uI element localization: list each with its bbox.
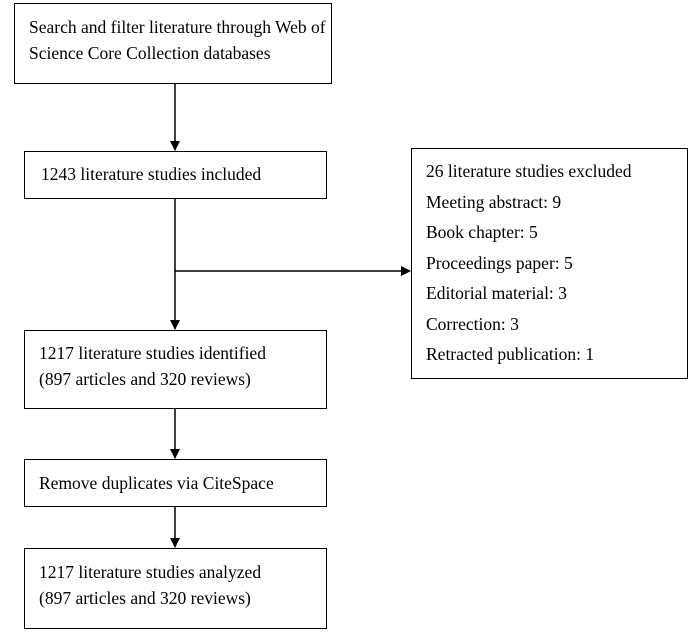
identified-studies-box: 1217 literature studies identified (897 … <box>24 330 327 409</box>
excluded-item-proceedings-paper: Proceedings paper: 5 <box>426 252 573 273</box>
search-filter-line-1: Search and filter literature through Web… <box>29 17 326 37</box>
analyzed-studies-line-2: (897 articles and 320 reviews) <box>39 588 251 608</box>
identified-studies-line-2: (897 articles and 320 reviews) <box>39 369 251 389</box>
excluded-studies-box: 26 literature studies excluded Meeting a… <box>411 148 688 379</box>
included-studies-text: 1243 literature studies included <box>41 164 262 184</box>
identified-studies-line-1: 1217 literature studies identified <box>39 343 266 363</box>
excluded-item-book-chapter: Book chapter: 5 <box>426 222 538 242</box>
search-filter-line-2: Science Core Collection databases <box>29 43 271 63</box>
included-studies-box: 1243 literature studies included <box>24 151 327 199</box>
excluded-item-meeting-abstract: Meeting abstract: 9 <box>426 191 562 212</box>
analyzed-studies-box: 1217 literature studies analyzed (897 ar… <box>24 548 327 629</box>
excluded-studies-title: 26 literature studies excluded <box>426 161 632 181</box>
excluded-item-editorial-material: Editorial material: 3 <box>426 283 567 303</box>
remove-duplicates-text: Remove duplicates via CiteSpace <box>39 473 274 493</box>
excluded-item-correction: Correction: 3 <box>426 313 519 334</box>
remove-duplicates-box: Remove duplicates via CiteSpace <box>24 459 327 507</box>
excluded-item-retracted-publication: Retracted publication: 1 <box>426 344 595 364</box>
search-filter-box: Search and filter literature through Web… <box>14 3 332 84</box>
analyzed-studies-line-1: 1217 literature studies analyzed <box>39 562 262 582</box>
